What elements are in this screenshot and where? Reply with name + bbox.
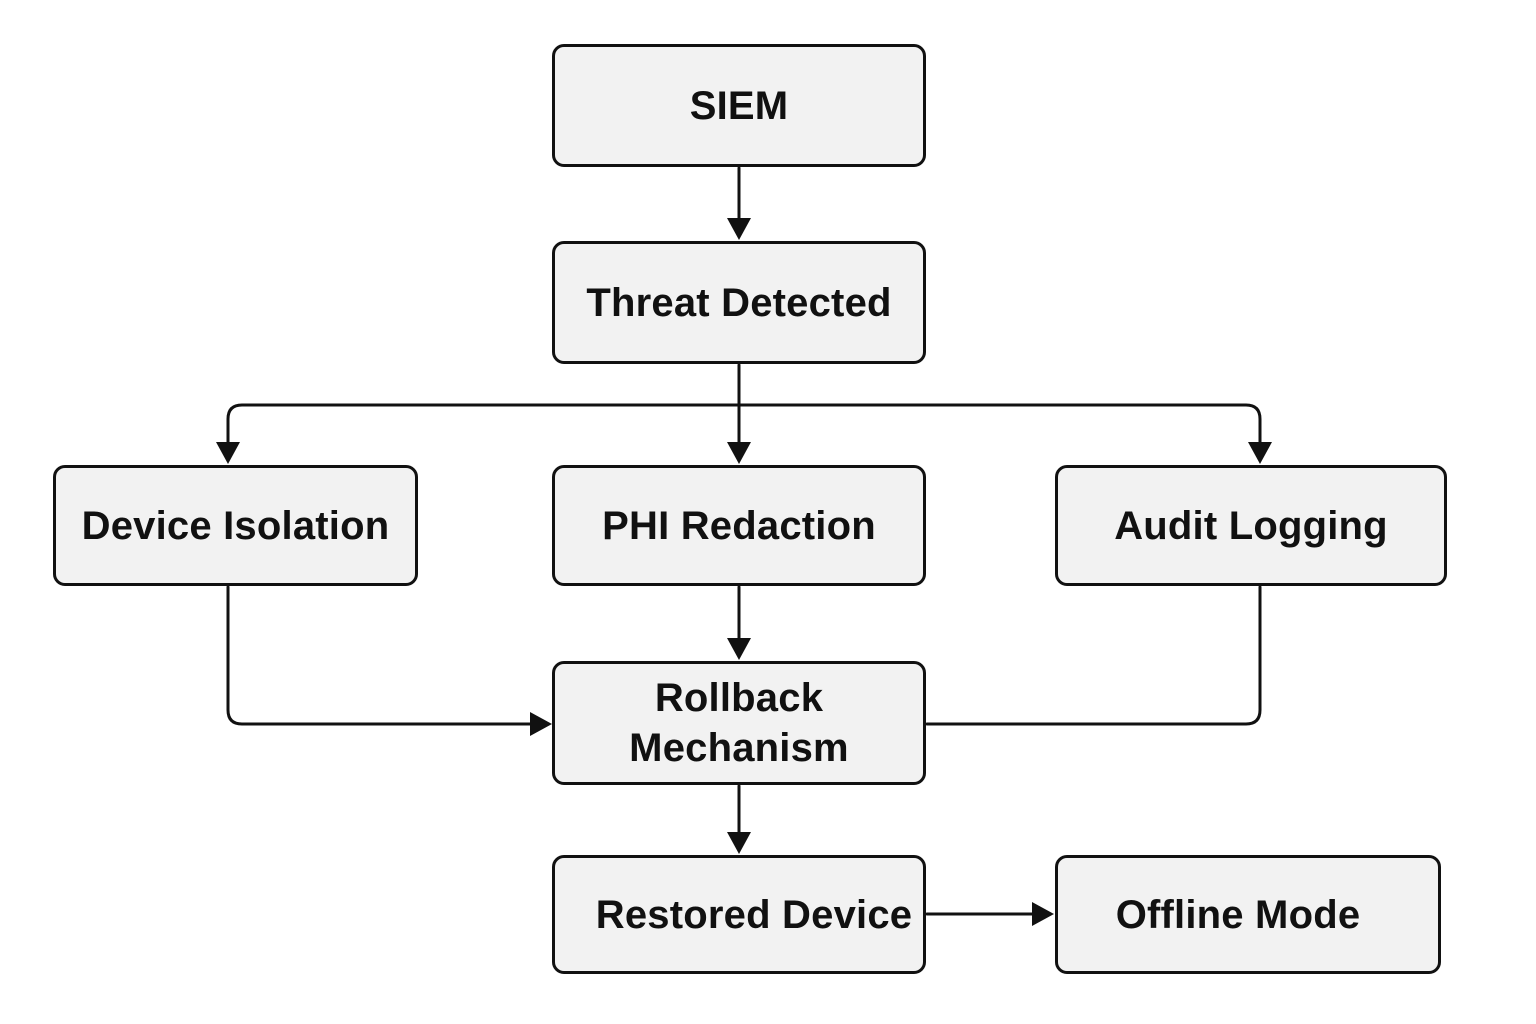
arrowhead-isolation (216, 442, 240, 464)
arrowhead-offline (1032, 902, 1054, 926)
node-device-isolation: Device Isolation (53, 465, 418, 586)
arrowhead-threat (727, 218, 751, 240)
node-restored-device-label: Restored Device (595, 892, 913, 937)
node-phi-redaction-label: PHI Redaction (602, 503, 876, 548)
node-audit-logging-label: Audit Logging (1114, 503, 1388, 548)
node-device-isolation-label: Device Isolation (81, 503, 390, 548)
node-siem: SIEM (552, 44, 926, 167)
node-rollback-mechanism: Rollback Mechanism (552, 661, 926, 785)
edge-isolation-to-rollback (226, 585, 536, 726)
node-phi-redaction: PHI Redaction (552, 465, 926, 586)
arrowhead-rollback-top (727, 638, 751, 660)
node-audit-logging: Audit Logging (1055, 465, 1447, 586)
node-siem-label: SIEM (689, 83, 789, 128)
edge-threat-branches (226, 403, 1262, 448)
node-rollback-mechanism-label: Rollback Mechanism (629, 676, 849, 770)
node-restored-device: Restored Device (552, 855, 926, 974)
arrowhead-restored (727, 832, 751, 854)
node-offline-mode: Offline Mode (1055, 855, 1441, 974)
arrowhead-rollback-left (530, 712, 552, 736)
node-threat-detected-label: Threat Detected (586, 280, 892, 325)
arrowhead-audit (1248, 442, 1272, 464)
node-offline-mode-label: Offline Mode (1115, 892, 1361, 937)
node-threat-detected: Threat Detected (552, 241, 926, 364)
edge-audit-to-rollback (925, 585, 1262, 726)
arrowhead-phi (727, 442, 751, 464)
